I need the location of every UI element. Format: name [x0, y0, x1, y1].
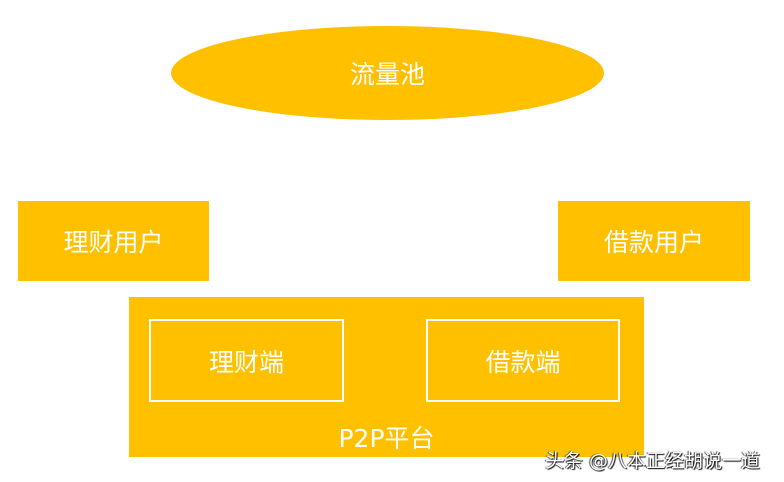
investor-user-box: 理财用户: [18, 201, 209, 281]
platform-label: P2P平台: [338, 424, 435, 453]
traffic-pool-label: 流量池: [349, 60, 425, 89]
investor-user-label: 理财用户: [63, 228, 164, 257]
borrower-user-label: 借款用户: [603, 228, 704, 257]
investment-side-label: 理财端: [208, 347, 284, 377]
investment-side-box: 理财端: [149, 319, 344, 402]
borrowing-side-box: 借款端: [426, 319, 620, 402]
borrower-user-box: 借款用户: [558, 201, 750, 281]
traffic-pool-ellipse: 流量池: [171, 26, 604, 120]
p2p-platform-box: 理财端 借款端 P2P平台: [129, 297, 644, 457]
watermark: 头条 @八本正经胡说一道: [545, 450, 761, 472]
borrowing-side-label: 借款端: [485, 347, 561, 377]
